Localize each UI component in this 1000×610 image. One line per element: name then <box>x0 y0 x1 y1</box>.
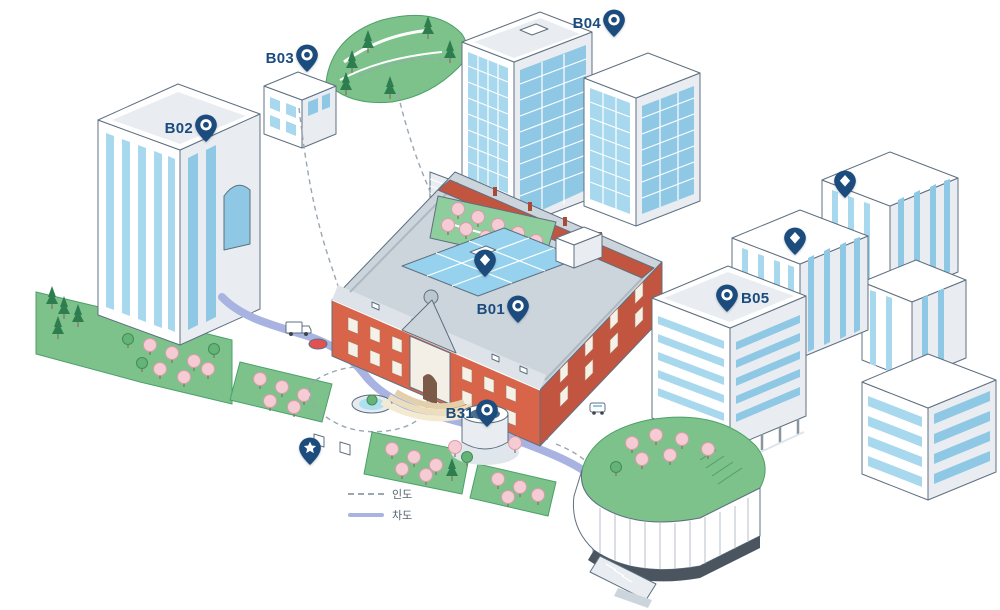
map-pin-icon <box>299 437 321 465</box>
building-b02 <box>97 83 261 346</box>
map-pin-icon <box>195 114 217 142</box>
fountain <box>351 394 393 414</box>
building-b04 <box>429 11 701 229</box>
building-label: B31 <box>445 405 474 422</box>
building-b31 <box>447 404 523 467</box>
building-label: B04 <box>572 15 601 32</box>
map-pin-icon <box>784 227 806 255</box>
map-pin-icon <box>603 9 625 37</box>
car <box>589 402 606 415</box>
map-pin-icon <box>507 295 529 323</box>
building-b03 <box>263 71 337 149</box>
building-curved <box>572 416 766 608</box>
map-pin-icon <box>476 399 498 427</box>
dashed-line-sample <box>348 493 384 495</box>
green-area-bottom <box>363 431 557 517</box>
map-pin-icon <box>716 284 738 312</box>
legend-item-sidewalk: 인도 <box>348 486 412 502</box>
building-label: B05 <box>741 290 770 307</box>
red-car <box>308 338 328 350</box>
legend-label-sidewalk: 인도 <box>392 489 413 501</box>
map-pin-icon <box>834 170 856 198</box>
building-label: B03 <box>265 50 294 67</box>
building-b05 <box>651 265 807 468</box>
legend-item-roadway: 차도 <box>348 507 412 523</box>
legend: 인도 차도 <box>348 486 412 523</box>
building-label: B02 <box>164 120 193 137</box>
trash-bins <box>313 433 351 456</box>
building-label: B01 <box>476 301 505 318</box>
building-far-right <box>861 353 997 501</box>
map-pin-icon <box>296 44 318 72</box>
truck <box>285 321 312 336</box>
planter-mid <box>229 361 333 423</box>
solid-line-sample <box>348 513 384 517</box>
legend-label-roadway: 차도 <box>392 510 413 522</box>
map-pin-icon <box>474 249 496 277</box>
